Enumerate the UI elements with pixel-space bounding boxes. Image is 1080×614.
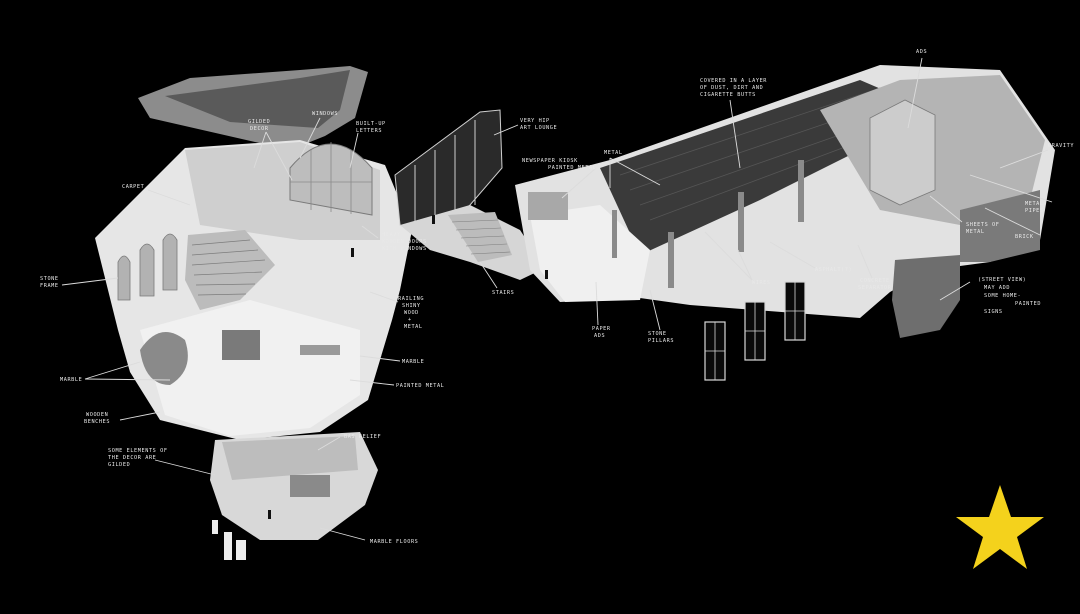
label-railing-1: RAILING (398, 296, 424, 302)
label-wooden-benches-1: WOODEN (86, 412, 108, 418)
hall-ceiling-shadow (165, 70, 350, 128)
label-marble-right: MARBLE (402, 359, 424, 365)
label-stairs: STAIRS (492, 290, 514, 296)
label-covered-2: OF DUST, DIRT AND (700, 85, 763, 91)
newspaper-kiosk (528, 192, 568, 220)
label-paper-ads-1: PAPER (592, 326, 611, 332)
label-railing-4: + (408, 317, 412, 323)
label-ads: ADS (916, 49, 927, 55)
label-metal: METAL (604, 150, 623, 156)
building-glyph (212, 520, 246, 560)
street-view-wall (892, 255, 960, 338)
label-railing-5: METAL (404, 324, 423, 330)
ad-tower (869, 99, 936, 206)
label-gilded-note-1: SOME ELEMENTS OF (108, 448, 168, 454)
brick-wall (960, 190, 1040, 262)
person-figure-platform (545, 270, 548, 279)
hall-floor (140, 300, 360, 436)
label-sheets-2: METAL (966, 229, 985, 235)
label-built-up-1: BUILT-UP (356, 121, 386, 127)
label-railing-2: SHINY (402, 303, 421, 309)
kiosk-desk (222, 330, 260, 360)
lower-room-sculpture (290, 475, 330, 497)
platform-floor (530, 205, 650, 302)
label-painted-metal: PAINTED METAL (396, 383, 444, 389)
grand-hall-section (95, 66, 412, 560)
corridor-section (394, 109, 545, 280)
label-street-view-4: PAINTED (1015, 301, 1041, 307)
label-windows: WINDOWS (312, 111, 338, 117)
tall-windows-left (117, 233, 178, 301)
label-concrete-1: CONCRETE (860, 278, 890, 284)
person-figure-lower (268, 510, 271, 519)
label-stone-frame-2: FRAME (40, 283, 59, 289)
label-gilded-note-2: THE DECOR ARE (108, 455, 156, 461)
metro-platform-section (515, 65, 1055, 381)
grand-staircase (185, 230, 275, 310)
lower-room-wall (222, 436, 358, 480)
label-covered-1: COVERED IN A LAYER (700, 78, 767, 84)
label-heavy-doors-2: WOODEN DOORS (382, 239, 427, 245)
label-gilded-note-3: GILDED (108, 462, 130, 468)
label-metal-pipes-2: PIPES (1025, 208, 1044, 214)
label-heavy-doors-3: WITH WINDOWS (382, 246, 427, 252)
person-figure-corridor (432, 215, 435, 224)
label-street-view-5: SIGNS (984, 309, 1003, 315)
label-kiosk-1: NEWSPAPER KIOSK (522, 158, 578, 164)
label-stone-frame-1: STONE (40, 276, 59, 282)
label-wires: WIRES (752, 280, 771, 286)
label-railing-3: WOOD (404, 310, 419, 316)
label-carpet: CARPET (122, 184, 144, 190)
label-wooden-benches-2: BENCHES (84, 419, 110, 425)
label-very-hip-1: VERY HIP (520, 118, 550, 124)
label-bas-relief: BAS RELIEF (344, 434, 381, 440)
person-figure (351, 248, 354, 257)
bench (300, 345, 340, 355)
label-gravity: GRAVITY (1048, 143, 1074, 149)
annotation-labels: ADS COVERED IN A LAYER OF DUST, DIRT AND… (40, 49, 1074, 545)
label-paper-ads-2: ADS (594, 333, 605, 339)
fountain-sculpture (140, 332, 188, 385)
label-metal-pipes-1: METAL (1025, 201, 1044, 207)
label-stone-pillars-1: STONE (648, 331, 667, 337)
label-built-up-2: LETTERS (356, 128, 382, 134)
label-very-hip-2: ART LOUNGE (520, 125, 557, 131)
label-marble-floors: MARBLE FLOORS (370, 539, 418, 545)
label-street-view-2: MAY ADD (984, 285, 1010, 291)
label-sheets-1: SHEETS OF (966, 222, 1000, 228)
stone-pillars (612, 160, 804, 288)
label-stone-pillars-2: PILLARS (648, 338, 674, 344)
label-street-view-1: (STREET VIEW) (978, 277, 1026, 283)
label-kiosk-2: PAINTED METAL (548, 165, 596, 171)
label-heavy-doors-1: HEAVY (382, 232, 401, 238)
leader-lines (61, 57, 1053, 541)
label-marble-left: MARBLE (60, 377, 82, 383)
label-gilded-decor-2: DECOR (250, 126, 269, 132)
label-brick: BRICK (1015, 234, 1034, 240)
star-icon (956, 485, 1044, 569)
label-covered-3: CIGARETTE BUTTS (700, 92, 756, 98)
label-concrete-2: SEPARATOR (858, 285, 892, 291)
label-street-view-3: SOME HOME- (984, 293, 1021, 299)
label-gilded-decor-1: GILDED (248, 119, 270, 125)
label-asphalt: ASPHALT(?) (815, 267, 852, 273)
